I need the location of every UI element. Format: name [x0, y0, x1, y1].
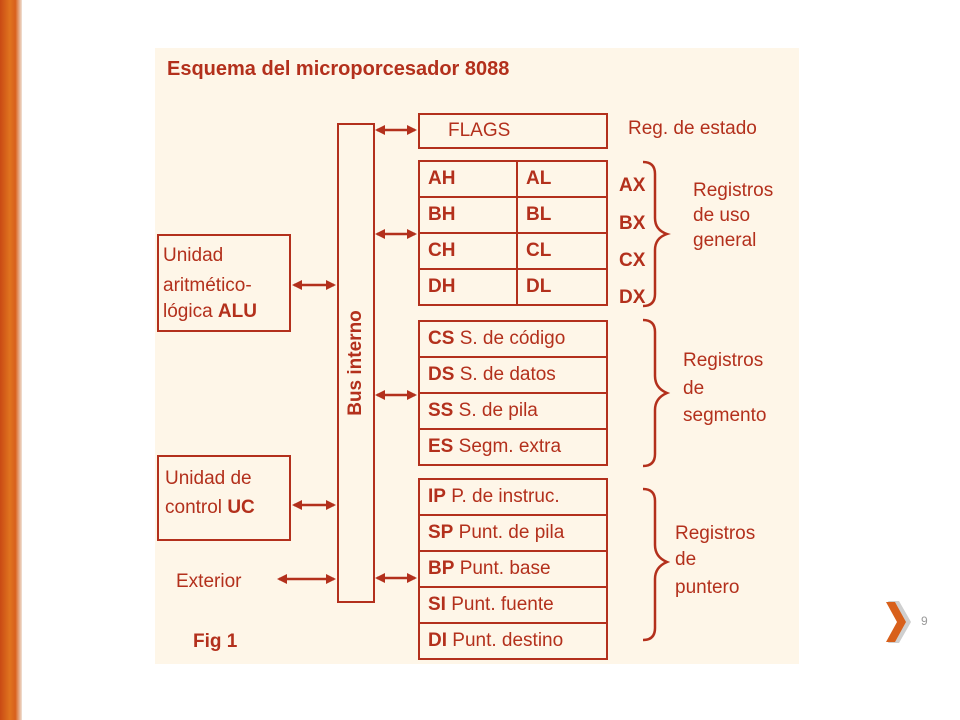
segment-group-line-2: de — [683, 378, 705, 399]
register-dl: DL — [516, 268, 608, 306]
internal-bus — [337, 123, 375, 603]
register-es: ES Segm. extra — [418, 428, 608, 466]
brace-pointer — [642, 487, 671, 642]
register-di: DI Punt. destino — [418, 622, 608, 660]
alu-line-1: Unidad — [163, 245, 224, 266]
connector-arrows — [277, 125, 671, 642]
brace-general — [642, 160, 671, 308]
uc-box — [157, 455, 291, 541]
next-slide-chevron-icon[interactable] — [884, 598, 914, 646]
alu-line-3: lógica ALU — [163, 301, 257, 322]
left-accent-bar — [0, 0, 22, 720]
microprocessor-diagram: Esquema del microporcesador 8088 Bus int… — [155, 48, 799, 664]
pair-cx: CX — [619, 250, 646, 271]
pair-bx: BX — [619, 213, 646, 234]
brace-segment — [642, 318, 671, 468]
pair-dx: DX — [619, 287, 646, 308]
general-group-line-2: de uso — [693, 205, 751, 226]
register-si: SI Punt. fuente — [418, 586, 608, 624]
diagram-title: Esquema del microporcesador 8088 — [167, 58, 510, 80]
flags-register: FLAGS — [418, 113, 608, 149]
uc-line-2: control UC — [165, 497, 255, 518]
exterior-label: Exterior — [176, 571, 242, 592]
segment-group-line-1: Registros — [683, 350, 764, 371]
general-group-line-3: general — [693, 230, 757, 251]
pair-ax: AX — [619, 175, 646, 196]
alu-box — [157, 234, 291, 332]
alu-line-2: aritmético- — [163, 275, 252, 296]
segment-group-line-3: segmento — [683, 405, 767, 426]
pointer-group-line-3: puntero — [675, 577, 740, 598]
uc-line-1: Unidad de — [165, 468, 252, 489]
flags-description: Reg. de estado — [628, 118, 757, 139]
pointer-group-line-1: Registros — [675, 523, 756, 544]
page-number: 9 — [921, 614, 928, 628]
pointer-group-line-2: de — [675, 549, 697, 570]
general-group-line-1: Registros — [693, 180, 774, 201]
figure-caption: Fig 1 — [193, 631, 238, 652]
